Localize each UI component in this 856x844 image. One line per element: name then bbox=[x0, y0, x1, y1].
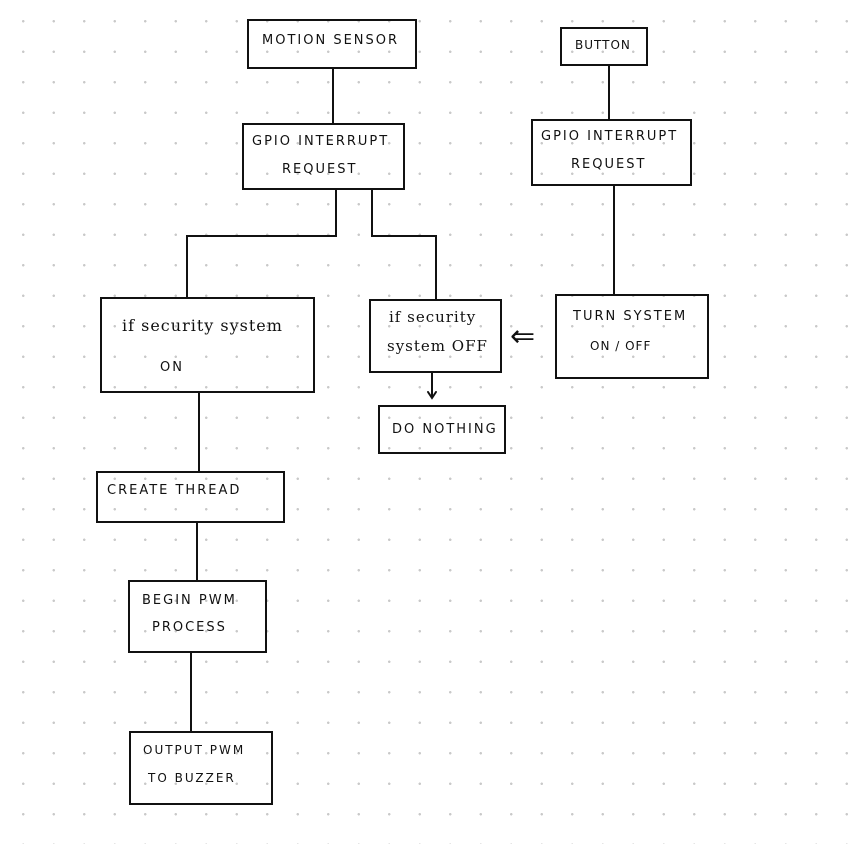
node-label-line1: TURN SYSTEM bbox=[573, 309, 688, 324]
node-if-security-on: if security system ON bbox=[100, 297, 315, 393]
node-label-line1: if security system bbox=[122, 316, 283, 335]
node-label: DO NOTHING bbox=[392, 422, 498, 437]
node-create-thread: CREATE THREAD bbox=[96, 471, 285, 523]
node-label-line2: PROCESS bbox=[152, 620, 227, 635]
node-label-line1: GPIO INTERRUPT bbox=[252, 134, 390, 149]
node-label-line2: system OFF bbox=[387, 337, 488, 355]
node-label: MOTION SENSOR bbox=[262, 33, 400, 48]
node-output-pwm: OUTPUT PWM TO BUZZER bbox=[129, 731, 273, 805]
node-if-security-off: if security system OFF bbox=[369, 299, 502, 373]
edge-gpio-to-if-off bbox=[371, 188, 437, 301]
edge-arrowhead bbox=[427, 391, 437, 400]
node-label-line2: ON bbox=[160, 360, 184, 375]
node-label-line2: ON / OFF bbox=[590, 339, 652, 353]
node-gpio-interrupt-left: GPIO INTERRUPT REQUEST bbox=[242, 123, 405, 190]
node-do-nothing: DO NOTHING bbox=[378, 405, 506, 454]
node-label-line1: OUTPUT PWM bbox=[143, 743, 246, 757]
node-label-line1: GPIO INTERRUPT bbox=[541, 129, 679, 144]
node-label-line2: TO BUZZER bbox=[148, 771, 236, 785]
node-label-line2: REQUEST bbox=[282, 162, 358, 177]
node-turn-system: TURN SYSTEM ON / OFF bbox=[555, 294, 709, 379]
node-label-line1: if security bbox=[389, 308, 477, 326]
node-gpio-interrupt-right: GPIO INTERRUPT REQUEST bbox=[531, 119, 692, 186]
node-label-line1: BEGIN PWM bbox=[142, 593, 237, 608]
double-arrow-icon: ⇐ bbox=[510, 319, 536, 354]
node-label-line2: REQUEST bbox=[571, 157, 647, 172]
node-motion-sensor: MOTION SENSOR bbox=[247, 19, 417, 69]
edge-gpio-to-if-on bbox=[186, 188, 337, 299]
node-begin-pwm: BEGIN PWM PROCESS bbox=[128, 580, 267, 653]
node-label: CREATE THREAD bbox=[107, 483, 242, 498]
node-label: BUTTON bbox=[575, 38, 631, 52]
node-button: BUTTON bbox=[560, 27, 648, 66]
